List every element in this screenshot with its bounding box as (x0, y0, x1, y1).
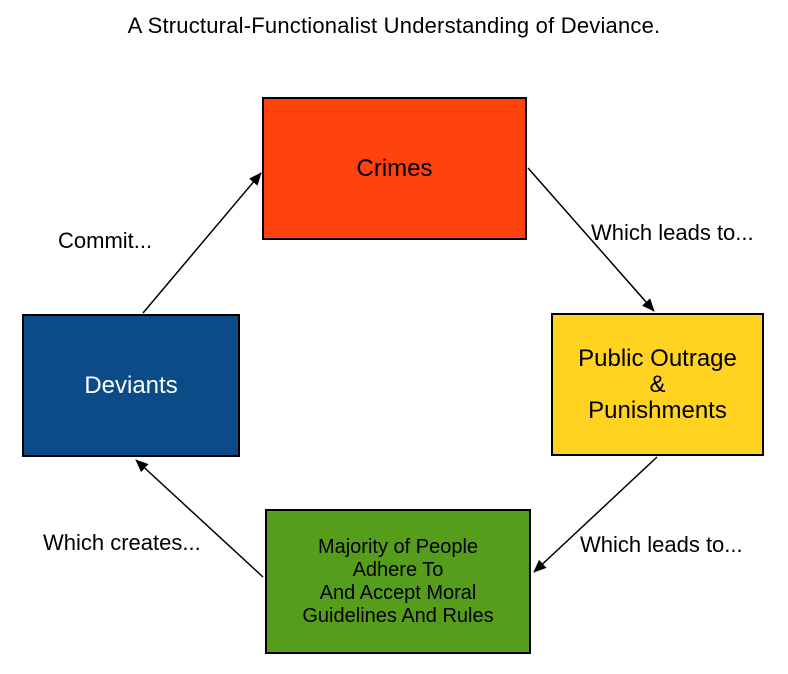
node-deviants: Deviants (22, 314, 240, 457)
arrow-majority-to-deviants (135, 459, 264, 578)
edge-label-commit: Commit... (58, 228, 153, 253)
diagram-title: A Structural-Functionalist Understanding… (127, 13, 661, 38)
node-crimes-label: Crimes (356, 154, 433, 182)
edge-label-which-leads-to-top: Which leads to... (591, 220, 754, 245)
node-crimes: Crimes (262, 97, 527, 240)
arrow-deviants-to-crimes (142, 172, 262, 314)
edge-label-which-creates: Which creates... (43, 530, 201, 555)
node-deviants-label: Deviants (84, 371, 178, 399)
node-public-outrage-label: Public Outrage & Punishments (578, 344, 737, 424)
node-majority-adhere-label: Majority of People Adhere To And Accept … (302, 535, 494, 627)
edge-label-which-leads-to-bottom: Which leads to... (580, 532, 743, 557)
node-public-outrage: Public Outrage & Punishments (551, 313, 764, 456)
node-majority-adhere: Majority of People Adhere To And Accept … (265, 509, 531, 654)
